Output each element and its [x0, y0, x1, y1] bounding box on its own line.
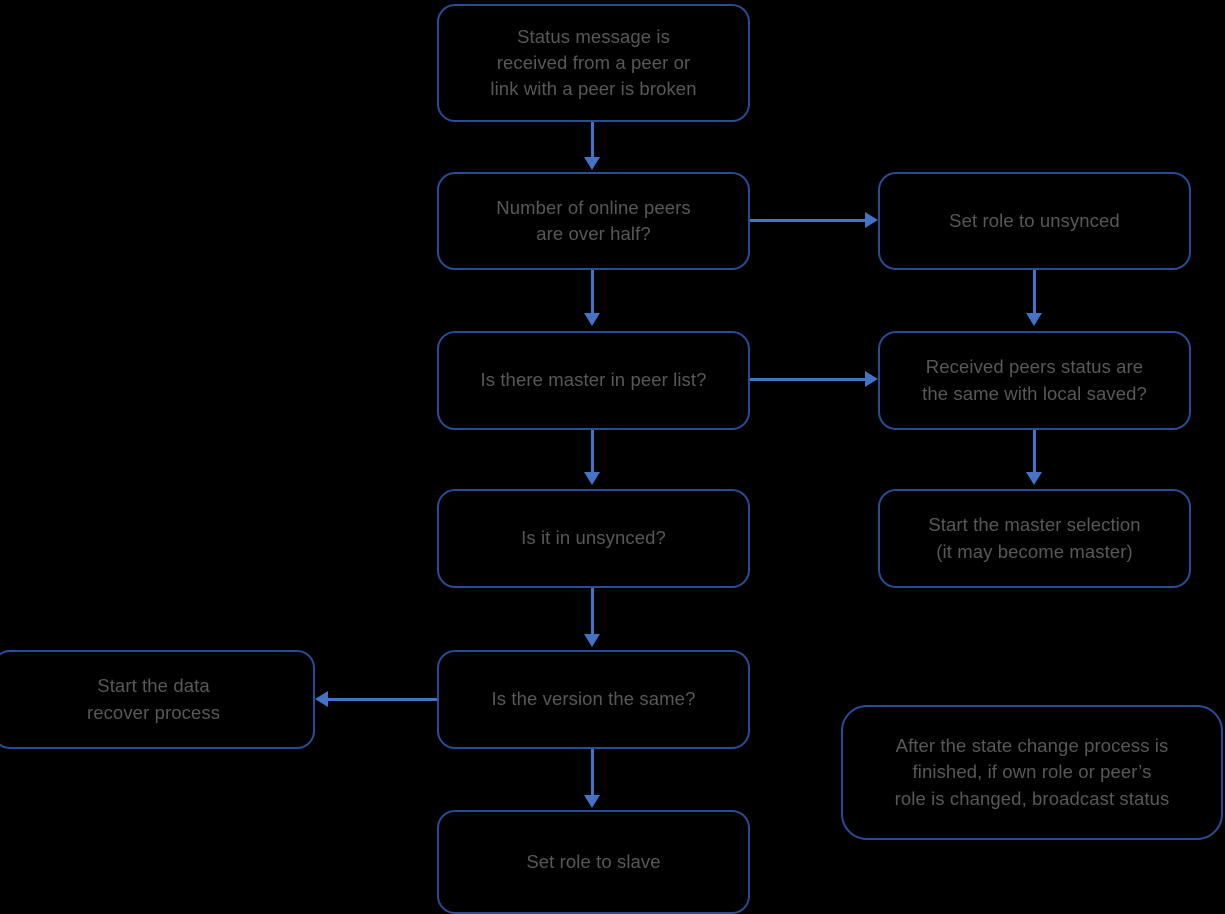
node-start-data-recover[interactable]: Start the data recover process — [0, 650, 315, 749]
connector-master-to-received — [750, 378, 872, 381]
connector-unsynced-to-received — [1033, 270, 1036, 315]
node-label: Set role to slave — [526, 850, 661, 872]
node-start-master-selection[interactable]: Start the master selection (it may becom… — [878, 489, 1191, 588]
connector-peers-to-unsynced — [750, 219, 872, 222]
arrowhead-version-to-recover — [315, 691, 328, 707]
node-set-role-slave[interactable]: Set role to slave — [437, 810, 750, 914]
node-label: Start the master selection (it may becom… — [928, 514, 1141, 562]
node-is-it-unsynced[interactable]: Is it in unsynced? — [437, 489, 750, 588]
connector-peers-to-master — [591, 270, 594, 315]
connector-master-to-isunsynced — [591, 430, 594, 475]
arrowhead-peers-to-unsynced — [865, 212, 878, 228]
node-label: Set role to unsynced — [949, 209, 1120, 231]
node-label: Is it in unsynced? — [521, 527, 666, 549]
node-received-peers-status-same[interactable]: Received peers status are the same with … — [878, 331, 1191, 430]
node-label: Is there master in peer list? — [480, 369, 707, 391]
node-label: Is the version the same? — [491, 688, 696, 710]
node-label: Status message is received from a peer o… — [490, 25, 697, 100]
connector-version-to-slave — [591, 749, 594, 797]
arrowhead-master-to-isunsynced — [584, 472, 600, 485]
node-online-peers-over-half[interactable]: Number of online peers are over half? — [437, 172, 750, 270]
node-label: After the state change process is finish… — [894, 735, 1170, 809]
node-set-role-unsynced[interactable]: Set role to unsynced — [878, 172, 1191, 270]
arrowhead-peers-to-master — [584, 313, 600, 326]
connector-status-to-peers — [591, 120, 594, 162]
node-is-version-same[interactable]: Is the version the same? — [437, 650, 750, 749]
node-label: Start the data recover process — [86, 675, 221, 723]
arrowhead-unsynced-to-received — [1026, 313, 1042, 326]
node-status-message[interactable]: Status message is received from a peer o… — [437, 4, 750, 122]
arrowhead-status-to-peers — [584, 157, 600, 170]
arrowhead-isunsynced-to-version — [584, 634, 600, 647]
connector-received-to-selection — [1033, 430, 1036, 475]
node-label: Number of online peers are over half? — [496, 196, 691, 244]
arrowhead-master-to-received — [865, 371, 878, 387]
node-label: Received peers status are the same with … — [922, 356, 1147, 404]
arrowhead-version-to-slave — [584, 795, 600, 808]
node-master-in-peer-list[interactable]: Is there master in peer list? — [437, 331, 750, 430]
connector-version-to-recover — [328, 698, 438, 701]
node-broadcast-note[interactable]: After the state change process is finish… — [841, 705, 1223, 840]
arrowhead-received-to-selection — [1026, 472, 1042, 485]
connector-isunsynced-to-version — [591, 588, 594, 637]
